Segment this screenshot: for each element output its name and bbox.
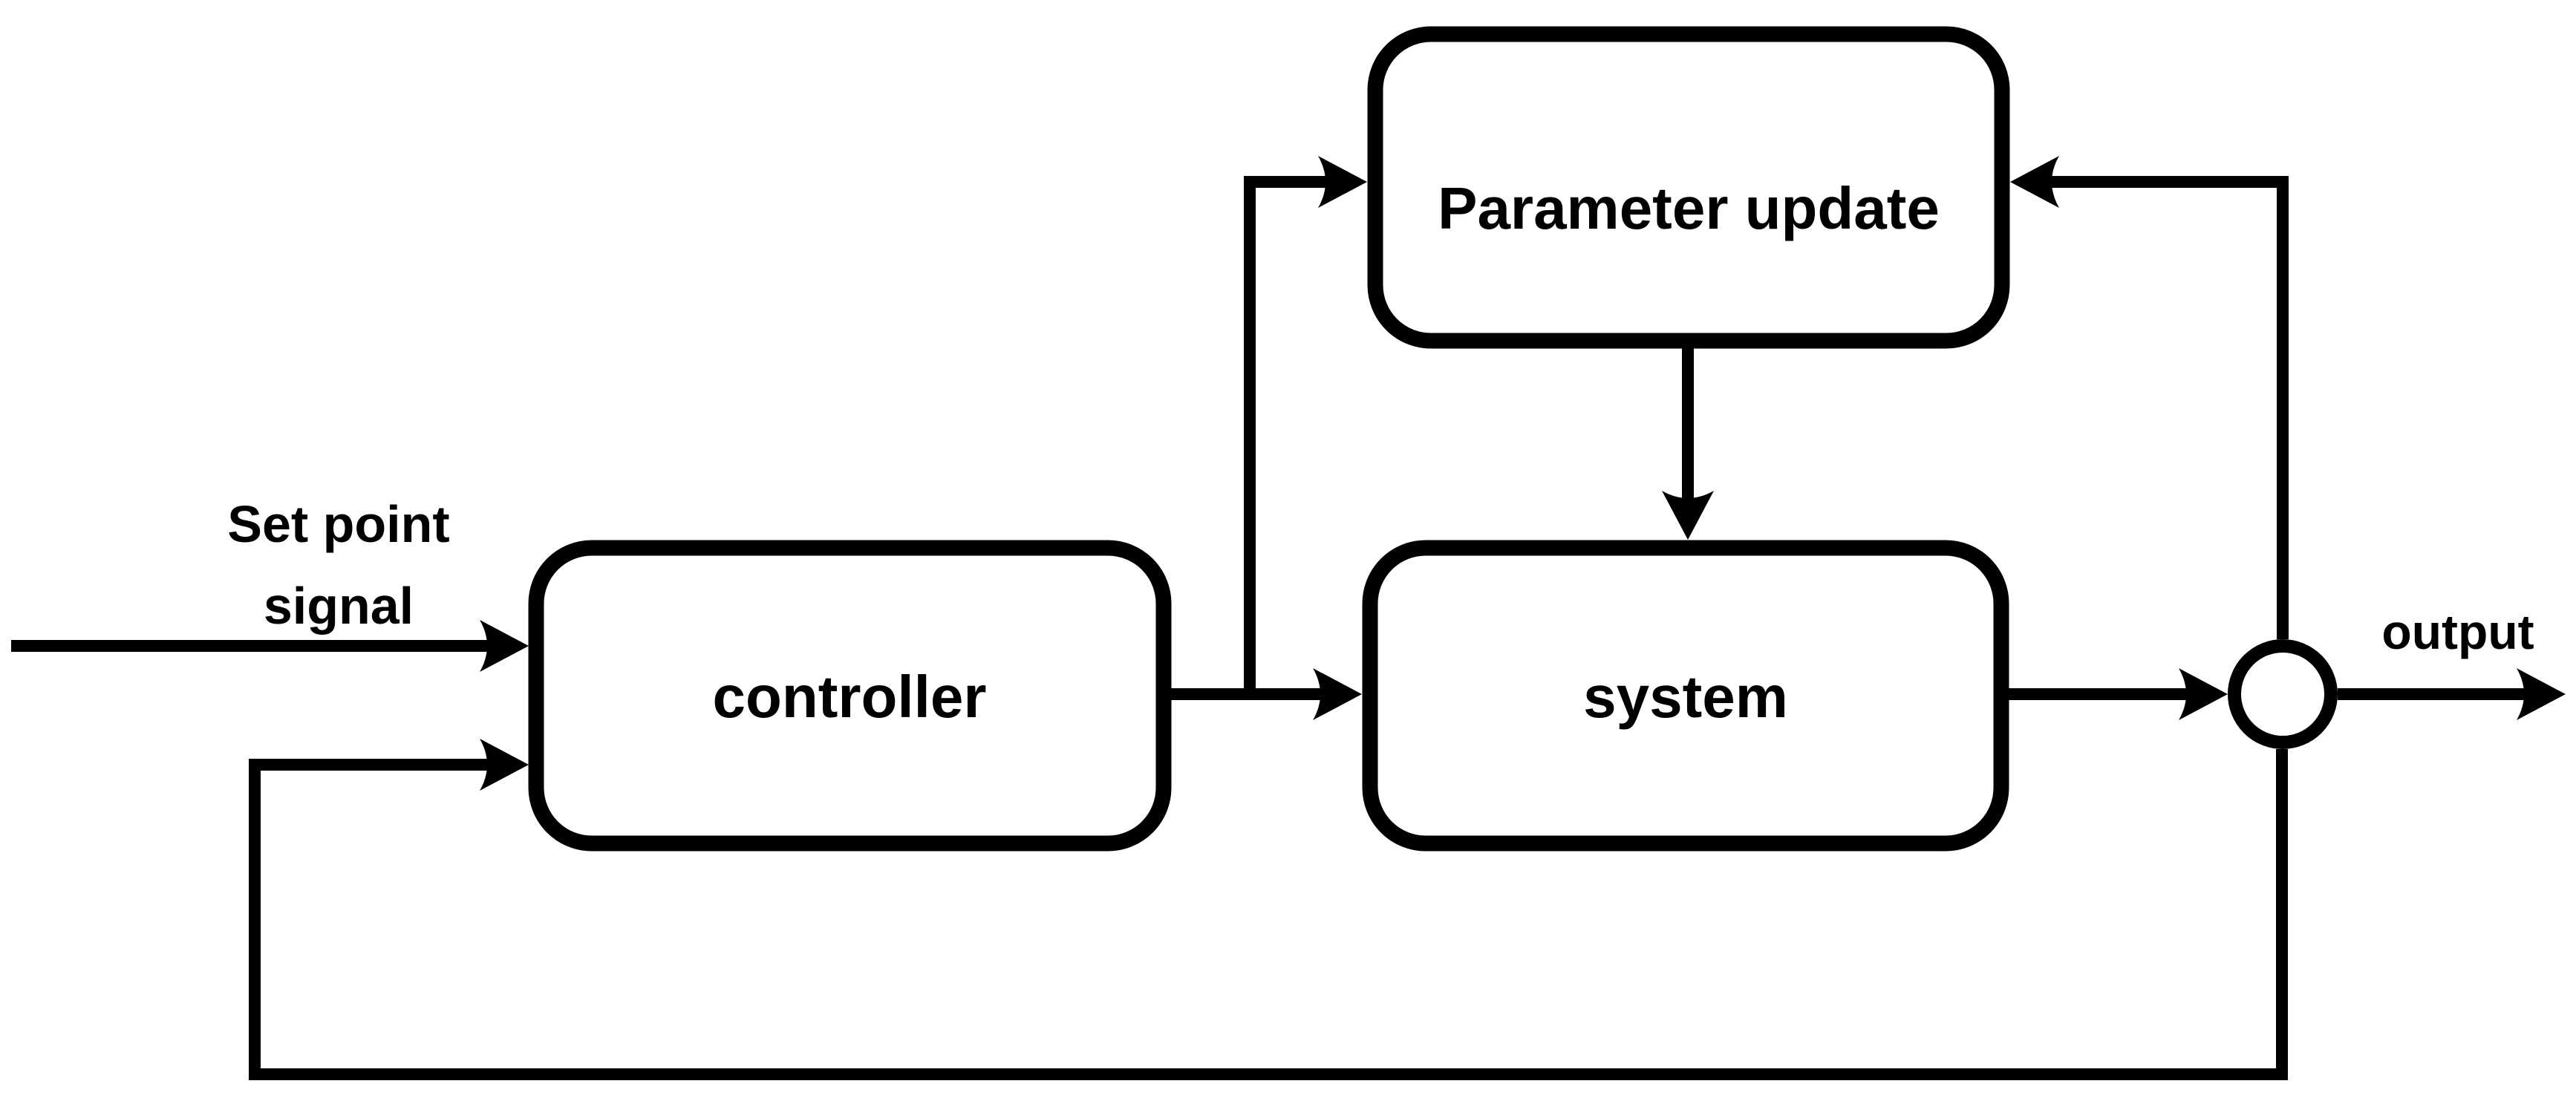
edge-junction-to-output	[2338, 668, 2566, 720]
edge-controller-to-parameter-update	[1244, 156, 1367, 700]
arrowhead-into-junction-icon	[2179, 668, 2228, 720]
node-system: system	[1362, 540, 2009, 852]
arrowhead-output-icon	[2517, 668, 2566, 720]
edge-system-to-junction	[2009, 668, 2228, 720]
feedback-rail-line	[249, 749, 2288, 1080]
edge-feedback-to-controller	[249, 739, 2288, 1080]
controller-label: controller	[713, 664, 987, 730]
setpoint-annotation: Set point signal	[227, 495, 449, 635]
node-controller: controller	[528, 540, 1172, 852]
branch-up-line	[1244, 176, 1331, 700]
arrowhead-into-controller-top-icon	[480, 620, 529, 672]
arrowhead-into-parameter-update-left-icon	[1318, 156, 1367, 208]
edge-output-to-parameter-update	[2010, 156, 2289, 639]
parameter-update-label: Parameter update	[1438, 175, 1940, 241]
setpoint-label-line2: signal	[264, 577, 414, 635]
arrowhead-into-system-top-icon	[1662, 491, 1714, 540]
system-box	[1362, 540, 2009, 852]
edge-controller-to-system	[1164, 668, 1362, 720]
system-label: system	[1583, 664, 1788, 730]
arrowhead-into-parameter-update-right-icon	[2010, 156, 2059, 208]
node-parameter-update: Parameter update	[1367, 26, 2010, 349]
arrowhead-into-controller-bottom-icon	[480, 739, 529, 791]
output-label: output	[2381, 604, 2534, 659]
edge-setpoint-to-controller	[11, 620, 529, 672]
setpoint-label-line1: Set point	[227, 495, 449, 553]
edge-parameter-update-to-system	[1662, 348, 1714, 540]
arrowhead-into-system-icon	[1313, 668, 1362, 720]
top-feedback-line	[2046, 176, 2289, 639]
summing-junction-icon	[2228, 639, 2338, 749]
controller-box	[528, 540, 1172, 852]
parameter-update-box	[1367, 26, 2010, 349]
